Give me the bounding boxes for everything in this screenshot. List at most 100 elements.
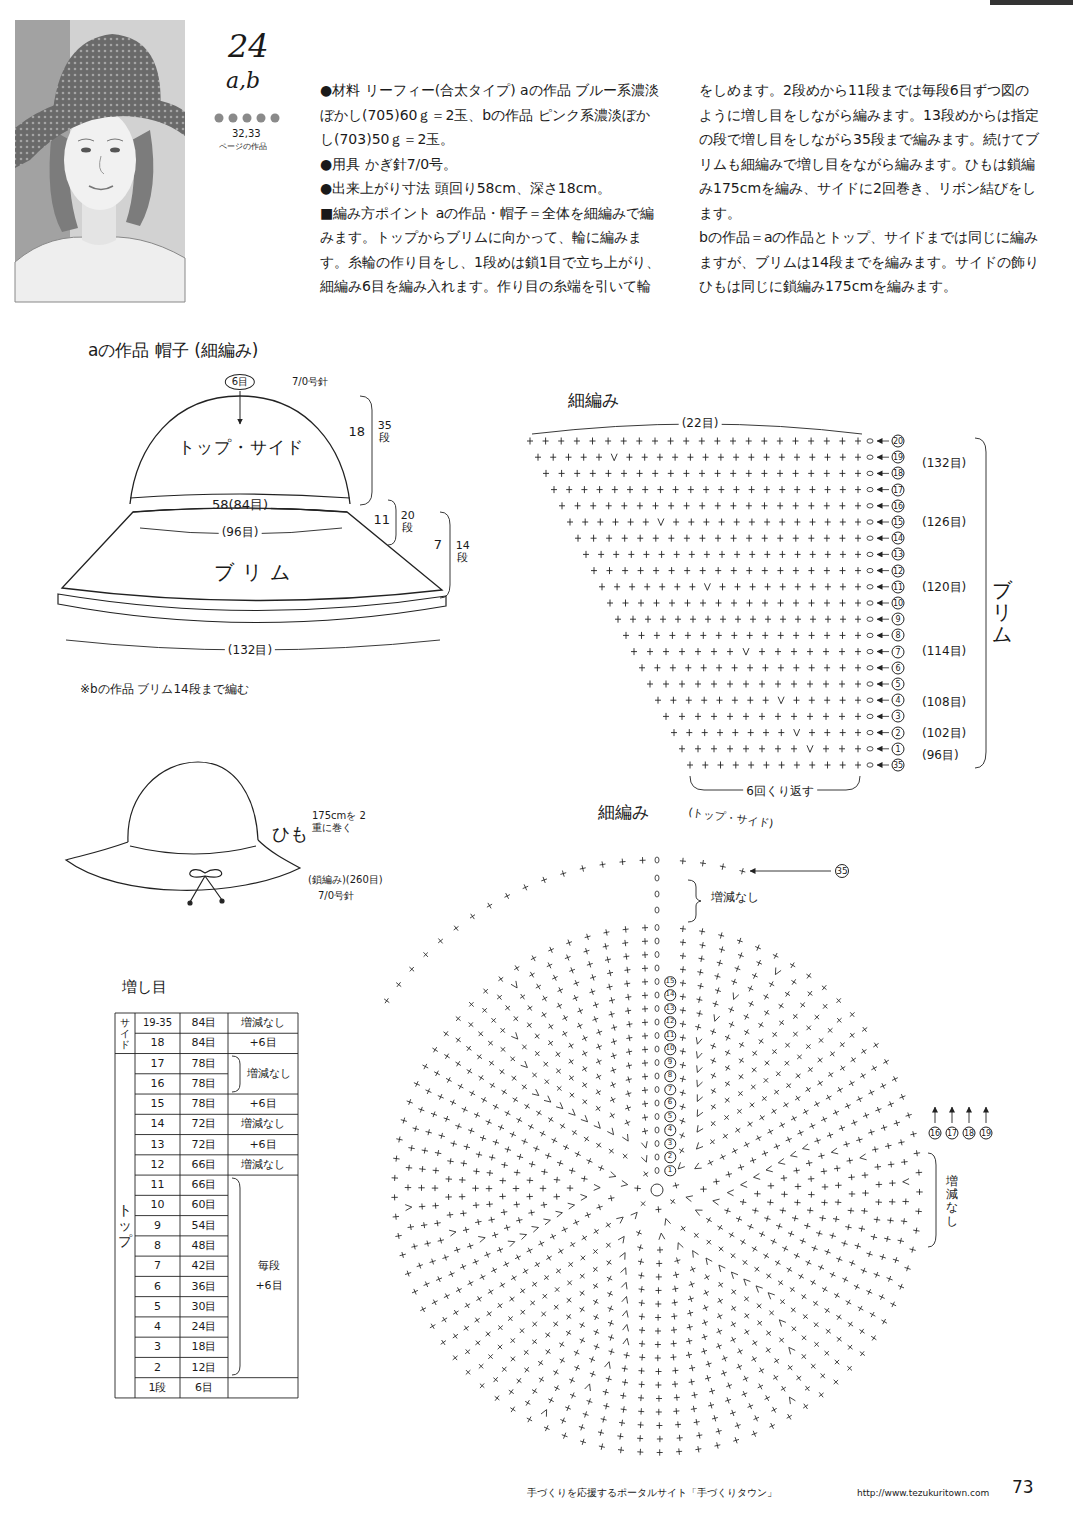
region-outline-svg [60, 512, 444, 604]
table-cell: 4 [154, 1320, 161, 1333]
stitch-round [445, 979, 868, 1402]
hat-brim [15, 96, 185, 168]
instruction-text: ●用具 かぎ針7/0号。 [320, 152, 663, 177]
table-rule [135, 1215, 228, 1216]
note: 増減なし [708, 890, 762, 904]
chain-symbol [655, 1033, 659, 1039]
table-rule [135, 1337, 228, 1338]
chart-title: 細編み [598, 802, 649, 822]
table-rule [228, 1114, 298, 1115]
stitch-row [583, 551, 861, 558]
row-arrow [877, 748, 889, 749]
hat-crown [128, 762, 258, 842]
row-number: 12 [892, 564, 905, 577]
chain-symbol [867, 763, 873, 767]
row-number: 18 [892, 467, 905, 480]
table-cell: サイド [120, 1017, 130, 1050]
stitch-round [391, 925, 922, 1456]
table-cell: 72目 [192, 1138, 217, 1151]
chain-symbol [655, 979, 659, 985]
table-cell: 16 [151, 1077, 165, 1090]
row-arrow [877, 473, 889, 474]
table-cell: 60目 [192, 1199, 217, 1212]
stitch-count: (96目) [219, 525, 262, 539]
magic-ring [651, 1184, 663, 1196]
model-photo [15, 20, 185, 302]
table-cell: 48目 [192, 1239, 217, 1252]
chain-symbol [867, 536, 873, 540]
table-cell: 12 [151, 1158, 165, 1171]
row-arrow [877, 570, 889, 571]
region-outline [62, 508, 442, 601]
cord [130, 846, 256, 854]
table-cell: 18目 [192, 1341, 217, 1354]
page-ref: ページの作品 [219, 142, 267, 152]
stitch-round [513, 1046, 801, 1334]
brim-roll [58, 594, 446, 623]
table-cell: 6目 [195, 1381, 213, 1394]
brace [232, 1056, 240, 1092]
corner-bar [990, 0, 1073, 5]
stitch-row [607, 600, 861, 607]
row-arrow [877, 765, 889, 766]
row-number: 12 [664, 1016, 676, 1028]
table-rule [135, 1033, 228, 1034]
chain-symbol [867, 439, 873, 443]
table-rule [135, 1357, 228, 1358]
table-cell: 72目 [192, 1118, 217, 1131]
table-rule [135, 1094, 228, 1095]
footer-url: http://www.tezukuritown.com [857, 1488, 989, 1499]
row-number: 4 [664, 1124, 676, 1136]
row-number: 2 [892, 726, 905, 739]
table-cell: 17 [151, 1057, 165, 1070]
chain-symbol [655, 891, 659, 897]
row-number: 9 [664, 1057, 676, 1069]
table-cell: 2 [154, 1361, 161, 1374]
table-cell: 増減なし [241, 1118, 285, 1131]
table-rule [135, 1316, 228, 1317]
arrow [986, 1107, 987, 1123]
table-cell: 増減なし [241, 1158, 285, 1171]
table-rule [135, 1175, 228, 1176]
chain-symbol [867, 487, 873, 491]
row-number: 8 [664, 1070, 676, 1082]
chain-symbol [655, 925, 659, 931]
stitch-row [591, 567, 861, 574]
chain-symbol [867, 698, 873, 702]
table-cell: 8 [154, 1239, 161, 1252]
chain-symbol [655, 1046, 659, 1052]
row-number: 1 [664, 1165, 676, 1177]
stitch-round [540, 1073, 774, 1307]
table-cell: 66目 [192, 1179, 217, 1192]
pattern-number: 24 [228, 30, 269, 62]
stitch-row [639, 664, 861, 671]
stitch-count: (120目) [922, 580, 966, 594]
stitch-round [384, 857, 745, 1003]
row-number: 19 [892, 451, 905, 464]
stitch-round [499, 1033, 814, 1348]
stitch-round [472, 1006, 841, 1375]
region-label: ブリム [206, 559, 298, 586]
row-number: 3 [664, 1138, 676, 1150]
row-number: 20 [892, 435, 905, 448]
stitch-count: (114目) [922, 644, 966, 658]
chain-symbol [655, 938, 659, 944]
table-cell: 42目 [192, 1260, 217, 1273]
table-cell: +6目 [249, 1138, 276, 1151]
table-braces [232, 1056, 240, 1375]
row-number: 18 [963, 1127, 976, 1140]
row-arrow [877, 603, 889, 604]
chain-symbol [655, 1168, 659, 1174]
row-number: 13 [664, 1003, 676, 1015]
row-arrow [877, 586, 889, 587]
row-arrow [877, 732, 889, 733]
row-number: 35 [892, 759, 905, 772]
stitch-row [599, 583, 861, 590]
row-number: 14 [664, 989, 676, 1001]
shoulders [15, 237, 185, 302]
row-number: 2 [664, 1151, 676, 1163]
stitch-row [551, 486, 861, 493]
row-arrow [877, 635, 889, 636]
stitch-count: 6目 [225, 374, 255, 390]
row-number: 6 [664, 1097, 676, 1109]
